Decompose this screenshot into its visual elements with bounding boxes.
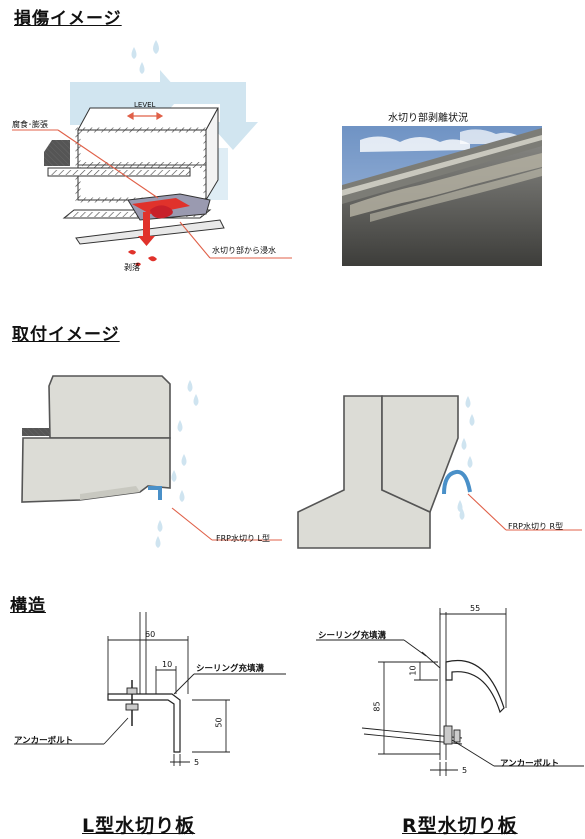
section-title-damage: 損傷イメージ: [14, 9, 122, 29]
damaged-flashing: [127, 193, 211, 266]
l-sealing-label: シーリング充填溝: [196, 664, 265, 674]
r-type-label: FRP水切り R型: [508, 522, 564, 531]
r-sealing-label: シーリング充填溝: [318, 631, 387, 641]
section-title-structure: 構造: [10, 596, 46, 616]
r-dim-10: 10: [408, 665, 418, 676]
l-dim-50: 50: [214, 717, 224, 728]
peeling-label: 剥落: [124, 263, 140, 272]
l-type-label: FRP水切り L型: [216, 534, 270, 543]
water-flow-arrows: [70, 70, 258, 200]
r-anchor-label: アンカーボルト: [500, 759, 560, 769]
leak-label: 水切り部から浸水: [212, 246, 276, 255]
droplet-icons: [131, 40, 159, 74]
r-type-parapet: [297, 395, 472, 549]
r-dim-85: 85: [372, 701, 382, 712]
l-type-title: L型水切り板: [82, 815, 196, 837]
l-frp-flashing: [148, 486, 162, 500]
l-dim-10: 10: [162, 660, 173, 669]
corrosion-label: 腐食･膨張: [12, 120, 48, 129]
r-frp-flashing: [442, 469, 472, 495]
l-anchor-label: アンカーボルト: [14, 736, 74, 746]
r-dim-5: 5: [462, 766, 468, 775]
l-dim-5: 5: [194, 758, 200, 767]
damage-pointers: [12, 129, 292, 259]
r-dim-55: 55: [470, 604, 481, 613]
r-type-title: R型水切り板: [402, 815, 518, 837]
r-droplets: [457, 396, 475, 520]
l-droplets: [155, 380, 199, 548]
l-type-parapet: [21, 375, 171, 503]
l-dim-60: 60: [145, 630, 156, 639]
photo-caption: 水切り部剥離状況: [388, 113, 468, 124]
level-label: LEVEL: [134, 101, 156, 109]
r-type-drawing: [316, 608, 584, 776]
section-title-install: 取付イメージ: [12, 325, 120, 345]
l-type-drawing: [14, 612, 286, 766]
level-arrow: [126, 111, 164, 121]
